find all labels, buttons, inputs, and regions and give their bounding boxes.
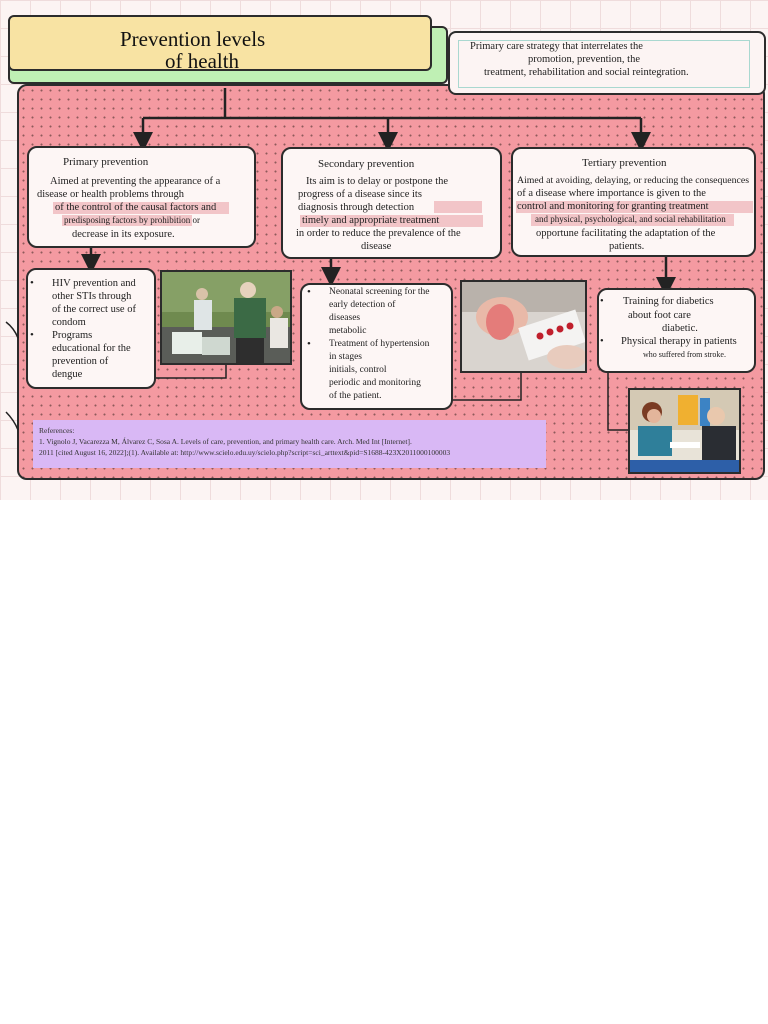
list-item: Neonatal screening for the early detecti… bbox=[305, 286, 430, 338]
tertiary-text-line: control and monitoring for granting trea… bbox=[517, 201, 709, 212]
references-heading: References: bbox=[39, 426, 75, 435]
highlight-mark bbox=[62, 215, 192, 226]
edge-curve bbox=[5, 321, 19, 339]
bullet-icon: • bbox=[600, 296, 604, 307]
secondary-text-line: progress of a disease since its bbox=[298, 189, 422, 200]
definition-line: Primary care strategy that interrelates … bbox=[470, 41, 643, 52]
physical-therapy-photo bbox=[628, 388, 741, 474]
tertiary-bullet-line: diabetic. bbox=[662, 323, 698, 334]
highlight-mark bbox=[516, 201, 753, 213]
definition-box bbox=[448, 31, 766, 95]
secondary-heading: Secondary prevention bbox=[318, 158, 415, 170]
reference-line: 2011 [cited August 16, 2022];(1). Availa… bbox=[39, 448, 451, 457]
primary-text-line: of the control of the causal factors and bbox=[55, 202, 217, 213]
tertiary-text-line: and physical, psychological, and social … bbox=[535, 214, 726, 224]
secondary-text-line: Its aim is to delay or postpone the bbox=[306, 176, 449, 187]
photo-connector bbox=[607, 373, 628, 431]
highlight-mark bbox=[531, 214, 734, 226]
diagram-canvas: Prevention levels of health Primary care… bbox=[0, 0, 768, 500]
definition-line: treatment, rehabilitation and social rei… bbox=[484, 67, 689, 78]
primary-prevention-card bbox=[27, 146, 256, 248]
secondary-text-line: in order to reduce the prevalence of the bbox=[296, 228, 461, 239]
photo-connector bbox=[452, 372, 522, 401]
list-item: HIV prevention and other STIs through of… bbox=[28, 277, 136, 329]
tertiary-bullet-line: who suffered from stroke. bbox=[643, 350, 726, 359]
secondary-text-line: timely and appropriate treatment bbox=[302, 215, 440, 226]
secondary-examples-list: Neonatal screening for the early detecti… bbox=[305, 286, 430, 403]
tertiary-text-line: opportune facilitating the adaptation of… bbox=[536, 228, 716, 239]
tertiary-text-line: Aimed at avoiding, delaying, or reducing… bbox=[517, 175, 750, 186]
title-line-1: Prevention levels bbox=[120, 27, 266, 51]
highlight-mark bbox=[53, 202, 229, 214]
tertiary-bullet-line: about foot care bbox=[628, 310, 691, 321]
highlight-mark bbox=[300, 215, 483, 227]
tertiary-bullet-line: Physical therapy in patients bbox=[621, 336, 737, 347]
neonatal-screening-photo bbox=[460, 280, 587, 373]
definition-line: promotion, prevention, the bbox=[528, 54, 640, 65]
highlight-mark bbox=[434, 201, 482, 213]
connector-lines bbox=[5, 88, 676, 431]
references-box: References: 1. Vignolo J, Vacarezza M, Á… bbox=[33, 420, 546, 468]
reference-line: 1. Vignolo J, Vacarezza M, Álvarez C, So… bbox=[39, 437, 412, 446]
photo-connector bbox=[155, 365, 227, 379]
tertiary-text-line: of a disease where importance is given t… bbox=[517, 188, 706, 199]
community-workers-photo bbox=[160, 270, 292, 365]
title-box: Prevention levels of health bbox=[8, 15, 432, 73]
tertiary-heading: Tertiary prevention bbox=[582, 157, 667, 169]
tertiary-examples-card bbox=[597, 288, 756, 373]
primary-text-line: Aimed at preventing the appearance of a bbox=[50, 176, 221, 187]
secondary-text-line: diagnosis through detection bbox=[298, 202, 415, 213]
title-line-2: of health bbox=[165, 49, 240, 73]
list-item: Programs educational for the prevention … bbox=[28, 329, 136, 381]
list-item: Treatment of hypertension in stages init… bbox=[305, 338, 430, 403]
secondary-text-line: disease bbox=[361, 241, 392, 252]
bullet-icon: • bbox=[600, 336, 604, 347]
primary-text-line: disease or health problems through bbox=[37, 189, 184, 200]
tertiary-text-line: patients. bbox=[609, 241, 645, 252]
edge-curve bbox=[5, 411, 19, 431]
primary-examples-list: HIV prevention and other STIs through of… bbox=[28, 277, 136, 381]
primary-heading: Primary prevention bbox=[63, 156, 149, 168]
primary-text-line: predisposing factors by prohibition or bbox=[64, 215, 200, 225]
primary-text-line: decrease in its exposure. bbox=[72, 229, 175, 240]
definition-frame bbox=[458, 40, 750, 88]
tertiary-bullet-line: Training for diabetics bbox=[623, 296, 714, 307]
